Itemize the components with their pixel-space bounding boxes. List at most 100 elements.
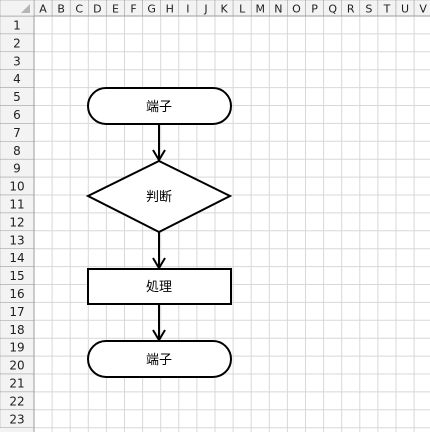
column-header-label: N bbox=[274, 3, 282, 16]
decision-label: 判断 bbox=[146, 190, 172, 205]
row-header-20[interactable]: 20 bbox=[0, 355, 35, 375]
column-header-n[interactable]: N bbox=[269, 0, 288, 17]
row-header-11[interactable]: 11 bbox=[0, 194, 35, 214]
row-header-23[interactable]: 23 bbox=[0, 409, 35, 428]
row-header-label: 6 bbox=[13, 108, 21, 122]
row-header-label: 17 bbox=[9, 305, 24, 319]
row-header-12[interactable]: 12 bbox=[0, 212, 35, 232]
decision-shape[interactable]: 判断 bbox=[85, 159, 233, 234]
column-header-v[interactable]: V bbox=[413, 0, 430, 17]
column-header-label: A bbox=[39, 3, 47, 16]
row-header-label: 2 bbox=[13, 36, 21, 50]
row-header-label: 7 bbox=[13, 126, 21, 140]
column-header-label: P bbox=[311, 3, 318, 16]
row-header-5[interactable]: 5 bbox=[0, 87, 35, 106]
column-header-g[interactable]: G bbox=[142, 0, 161, 17]
row-header-1[interactable]: 1 bbox=[0, 15, 35, 35]
column-header-e[interactable]: E bbox=[106, 0, 125, 17]
column-header-label: O bbox=[292, 3, 301, 16]
column-header-h[interactable]: H bbox=[160, 0, 180, 17]
row-header-label: 23 bbox=[9, 412, 24, 426]
column-header-label: Q bbox=[328, 3, 337, 16]
select-all-corner[interactable] bbox=[0, 0, 35, 17]
column-header-i[interactable]: I bbox=[178, 0, 198, 17]
row-header-9[interactable]: 9 bbox=[0, 158, 35, 178]
column-header-label: M bbox=[256, 3, 266, 16]
row-header-14[interactable]: 14 bbox=[0, 248, 35, 267]
select-all-triangle-icon bbox=[21, 4, 30, 13]
row-header-3[interactable]: 3 bbox=[0, 51, 35, 70]
column-header-l[interactable]: L bbox=[232, 0, 252, 17]
column-header-label: S bbox=[365, 3, 372, 16]
column-header-b[interactable]: B bbox=[51, 0, 71, 17]
column-header-label: D bbox=[93, 3, 101, 16]
row-header-17[interactable]: 17 bbox=[0, 302, 35, 321]
process-shape[interactable]: 処理 bbox=[87, 268, 232, 305]
column-header-label: V bbox=[419, 3, 427, 16]
row-header-label: 15 bbox=[9, 269, 24, 283]
row-header-18[interactable]: 18 bbox=[0, 320, 35, 339]
column-header-a[interactable]: A bbox=[33, 0, 53, 17]
column-header-j[interactable]: J bbox=[196, 0, 216, 17]
row-header-7[interactable]: 7 bbox=[0, 123, 35, 142]
row-header-label: 1 bbox=[13, 18, 21, 32]
column-header-c[interactable]: C bbox=[69, 0, 89, 17]
column-header-label: B bbox=[57, 3, 65, 16]
process-label: 処理 bbox=[146, 280, 172, 295]
row-header-22[interactable]: 22 bbox=[0, 391, 35, 411]
column-header-d[interactable]: D bbox=[88, 0, 107, 17]
row-header-label: 3 bbox=[13, 54, 21, 68]
column-header-t[interactable]: T bbox=[377, 0, 397, 17]
row-header-label: 16 bbox=[9, 287, 24, 301]
row-header-label: 12 bbox=[9, 215, 24, 229]
row-header-13[interactable]: 13 bbox=[0, 230, 35, 249]
terminal-end-shape[interactable]: 端子 bbox=[87, 340, 232, 378]
column-header-f[interactable]: F bbox=[124, 0, 143, 17]
column-header-u[interactable]: U bbox=[395, 0, 415, 17]
row-header-6[interactable]: 6 bbox=[0, 105, 35, 124]
row-header-10[interactable]: 10 bbox=[0, 176, 35, 196]
column-header-label: U bbox=[401, 3, 409, 16]
row-header-label: 8 bbox=[13, 144, 21, 158]
row-header-label: 19 bbox=[9, 341, 24, 355]
column-header-r[interactable]: R bbox=[341, 0, 361, 17]
column-header-label: J bbox=[203, 3, 207, 16]
column-header-label: I bbox=[186, 3, 189, 16]
terminal-end-label: 端子 bbox=[146, 353, 172, 368]
row-header-label: 10 bbox=[9, 180, 24, 194]
row-header-label: 18 bbox=[9, 323, 24, 337]
row-header-16[interactable]: 16 bbox=[0, 284, 35, 303]
column-header-label: C bbox=[75, 3, 83, 16]
row-header-15[interactable]: 15 bbox=[0, 266, 35, 285]
column-header-label: T bbox=[383, 3, 391, 16]
column-header-label: L bbox=[239, 3, 246, 16]
row-header-label: 20 bbox=[9, 359, 24, 373]
column-header-o[interactable]: O bbox=[287, 0, 306, 17]
terminal-start-shape[interactable]: 端子 bbox=[87, 87, 232, 125]
column-header-label: G bbox=[147, 3, 156, 16]
terminal-start-label: 端子 bbox=[146, 100, 172, 115]
column-header-label: H bbox=[166, 3, 174, 16]
row-header-21[interactable]: 21 bbox=[0, 373, 35, 393]
column-header-label: F bbox=[130, 3, 136, 16]
column-header-label: K bbox=[220, 3, 228, 16]
row-header-label: 14 bbox=[9, 251, 24, 265]
column-header-k[interactable]: K bbox=[214, 0, 234, 17]
column-header-q[interactable]: Q bbox=[323, 0, 342, 17]
row-header-label: 11 bbox=[9, 197, 24, 211]
row-header-label: 5 bbox=[13, 90, 21, 104]
row-header-label: 21 bbox=[9, 376, 24, 390]
column-header-p[interactable]: P bbox=[305, 0, 324, 17]
row-header-2[interactable]: 2 bbox=[0, 33, 35, 53]
row-header-label: 13 bbox=[9, 233, 24, 247]
column-header-label: R bbox=[347, 3, 355, 16]
row-header-19[interactable]: 19 bbox=[0, 337, 35, 357]
row-header-label: 4 bbox=[13, 72, 21, 86]
column-header-s[interactable]: S bbox=[359, 0, 379, 17]
row-header-8[interactable]: 8 bbox=[0, 141, 35, 160]
row-header-label: 9 bbox=[13, 162, 21, 176]
row-header-4[interactable]: 4 bbox=[0, 69, 35, 88]
column-header-m[interactable]: M bbox=[250, 0, 270, 17]
